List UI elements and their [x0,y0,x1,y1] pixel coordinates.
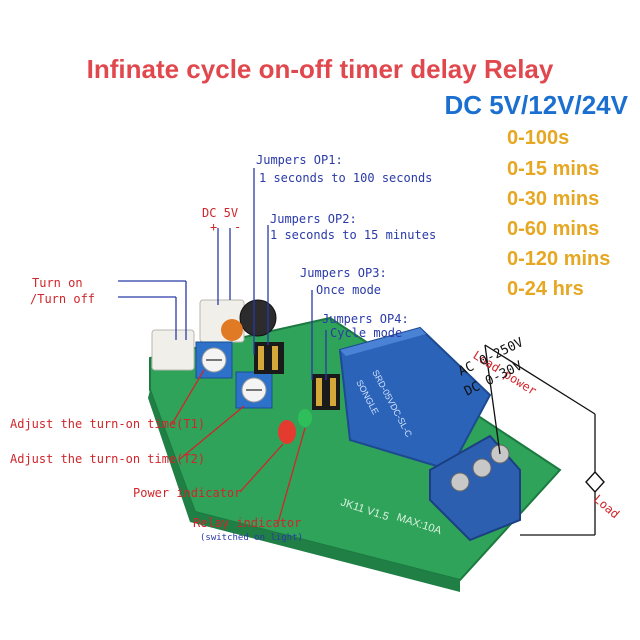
relay [338,326,492,472]
time-range-4: 0-60 mins [507,218,600,240]
op1-desc: 1 seconds to 100 seconds [259,171,433,185]
relay-indicator-label: Relay indicator [193,516,302,530]
op2-title: Jumpers OP2: [270,212,357,226]
page-title: Infinate cycle on-off timer delay Relay [86,54,554,84]
dc5v-label: DC 5V [202,206,239,220]
op2-desc: 1 seconds to 15 minutes [270,228,437,242]
op1-title: Jumpers OP1: [256,153,343,167]
turn-off-label: /Turn off [30,292,96,306]
load-symbol [585,470,605,494]
load-wires [484,344,596,536]
time-range-6: 0-24 hrs [507,278,584,300]
relay-led [298,409,312,427]
op4-title: Jumpers OP4: [322,312,409,326]
turn-on-label: Turn on [32,276,83,290]
t1-label: Adjust the turn-on time(T1) [10,417,206,431]
time-range-2: 0-15 mins [507,158,600,180]
time-range-5: 0-120 mins [507,248,611,270]
voltage-label: DC 5V/12V/24V [444,90,628,120]
relay-indicator-note: (switched on light) [200,533,303,543]
t2-label: Adjust the turn-on time(T2) [10,452,206,466]
time-range-1: 0-100s [507,127,570,149]
op3-title: Jumpers OP3: [300,266,387,280]
callout-lines [118,168,327,380]
input-connector [151,329,195,371]
op3-desc: Once mode [316,283,382,297]
dc-minus-label: - [234,220,242,234]
power-led [278,420,296,444]
op4-desc: Cycle mode [330,326,403,340]
red-callout-lines [171,369,306,524]
dc-plus-label: + [210,220,218,234]
power-indicator-label: Power indicator [133,486,242,500]
capacitor [239,299,277,337]
time-range-3: 0-30 mins [507,188,600,210]
